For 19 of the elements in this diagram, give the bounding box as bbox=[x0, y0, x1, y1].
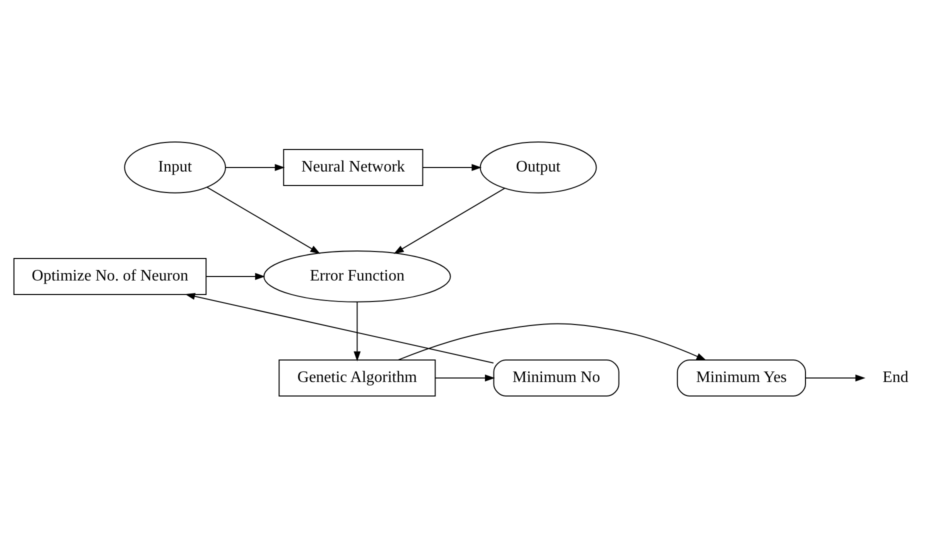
arrow bbox=[224, 164, 284, 171]
node-ellipse: Input bbox=[124, 142, 226, 194]
arrow bbox=[422, 164, 482, 171]
arrow bbox=[393, 188, 505, 254]
node-box: Neural Network bbox=[282, 148, 423, 186]
arrow bbox=[206, 186, 320, 254]
arrow bbox=[184, 292, 494, 364]
node-ellipse: Error Function bbox=[262, 250, 450, 302]
node-text: End bbox=[882, 368, 908, 386]
arrow bbox=[397, 323, 706, 361]
node-box: Optimize No. of Neuron bbox=[12, 258, 206, 295]
arrow bbox=[434, 374, 494, 382]
node-box: Minimum Yes bbox=[676, 359, 806, 396]
arrow bbox=[353, 302, 360, 362]
node-box: Genetic Algorithm bbox=[278, 359, 436, 396]
node-box: Minimum No bbox=[492, 359, 619, 396]
arrow bbox=[205, 272, 265, 280]
arrow bbox=[804, 374, 865, 382]
node-ellipse: Output bbox=[479, 142, 596, 194]
